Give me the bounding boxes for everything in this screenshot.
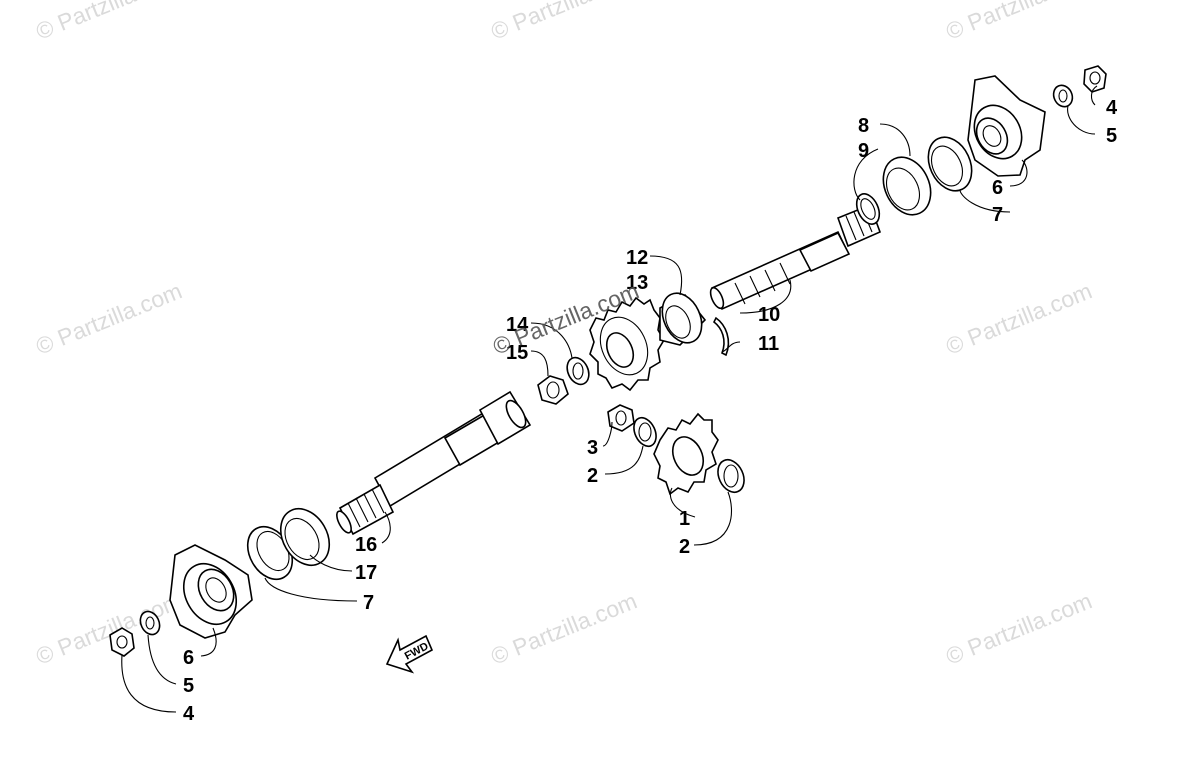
washer-14 [566, 356, 590, 386]
nut-left [109, 627, 135, 657]
callout-14: 14 [506, 314, 529, 336]
watermark-text: © Partzilla.com [487, 587, 640, 669]
callout-4: 4 [1106, 97, 1118, 119]
leader-lines [121, 85, 1098, 713]
callout-16: 16 [355, 534, 377, 556]
snap-ring-right [855, 193, 881, 225]
callout-8: 8 [858, 115, 869, 137]
callout-17: 17 [355, 562, 377, 584]
axle-shaft-left [336, 390, 532, 536]
callout-labels: 4 5 6 7 8 9 12 13 10 11 14 15 3 2 1 2 16… [183, 97, 1118, 725]
forward-arrow-icon: FWD [385, 634, 434, 674]
callout-10: 10 [758, 304, 780, 326]
callout-6: 6 [992, 177, 1003, 199]
callout-6-left: 6 [183, 647, 194, 669]
fwd-label: FWD [403, 640, 431, 662]
callout-13: 13 [626, 272, 648, 294]
nut-right [1083, 65, 1107, 93]
watermark-text: © Partzilla.com [487, 0, 640, 45]
callout-9: 9 [858, 140, 869, 162]
callout-1: 1 [679, 508, 690, 530]
callout-5: 5 [1106, 125, 1117, 147]
watermark-text: © Partzilla.com [32, 0, 185, 45]
ring-gear [589, 296, 665, 392]
callout-3: 3 [587, 437, 598, 459]
shim-2-upper [633, 416, 657, 448]
pinion-gear [653, 412, 719, 496]
shim-2-lower [717, 458, 745, 494]
watermark-text: © Partzilla.com [942, 277, 1095, 359]
bearing-right [882, 156, 932, 216]
washer-left [139, 610, 161, 636]
callout-2-lower: 2 [679, 536, 690, 558]
callout-11: 11 [758, 333, 779, 355]
carrier-right [659, 292, 707, 346]
hub-left [169, 544, 253, 639]
seal-right [927, 136, 973, 192]
callout-7: 7 [992, 204, 1003, 226]
bearing-left [279, 507, 331, 567]
hub-right [967, 75, 1046, 177]
callout-12: 12 [626, 247, 648, 269]
nut-15 [537, 375, 569, 405]
callout-15: 15 [506, 342, 528, 364]
watermark-text: © Partzilla.com [942, 587, 1095, 669]
axle-shaft-right [709, 203, 882, 311]
washer-right [1052, 84, 1074, 108]
snap-ring-11 [712, 316, 730, 357]
callout-7-left: 7 [363, 592, 374, 614]
callout-2-upper: 2 [587, 465, 598, 487]
watermark-text: © Partzilla.com [32, 277, 185, 359]
callout-4-left: 4 [183, 703, 195, 725]
callout-5-left: 5 [183, 675, 194, 697]
watermark-text: © Partzilla.com [942, 0, 1095, 45]
watermark-text: © Partzilla.com [32, 587, 185, 669]
